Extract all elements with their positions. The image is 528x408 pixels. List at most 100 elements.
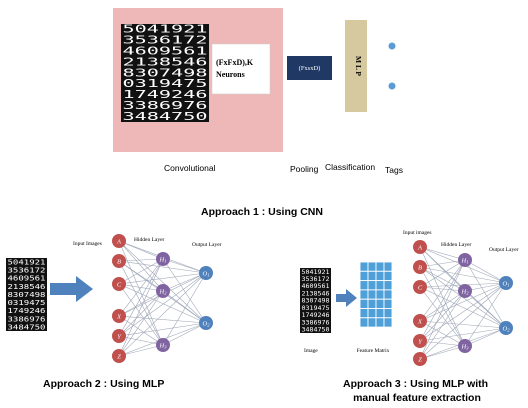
edge-line [419, 266, 466, 292]
edge-line [419, 320, 507, 329]
digits-background [121, 24, 209, 122]
feature-matrix-cell [367, 270, 377, 282]
edge-line [118, 258, 164, 285]
edge-line [118, 290, 164, 357]
output-node [499, 321, 513, 335]
digits-row: 1749246 [8, 307, 46, 315]
mlp-block-label: M L P [354, 56, 363, 76]
edge-line [464, 259, 507, 329]
input-node-label: B [117, 258, 121, 265]
edge-line [419, 266, 507, 284]
digits-row: 8307498 [123, 67, 208, 79]
neurons-box [211, 43, 271, 95]
stage-label-convolutional: Convolutional [164, 163, 216, 173]
stage-label-classification: Classification [325, 162, 375, 172]
input-node [112, 329, 126, 343]
digits-row: 3484750 [123, 111, 208, 123]
hidden-node-label: H1 [461, 257, 469, 264]
edge-line [118, 258, 164, 337]
digits-row: 5041921 [302, 269, 330, 276]
input-node-label: B [418, 264, 422, 271]
digits-row: 4609561 [302, 283, 330, 290]
edge-line [118, 315, 207, 324]
hidden-node-label: H3 [159, 342, 168, 349]
edge-line [118, 272, 207, 357]
digits-row: 4609561 [123, 45, 208, 57]
edge-line [162, 258, 207, 324]
hidden-node [458, 253, 472, 267]
feature-matrix-label: Feature Matrix [357, 348, 390, 354]
edge-line [419, 246, 466, 261]
edge-line [118, 272, 207, 337]
hidden-node-label: H3 [461, 343, 470, 350]
feature-matrix-cell [383, 289, 393, 300]
digits-row: 3536172 [8, 267, 46, 275]
edge-line [118, 322, 207, 337]
digits-row: 1749246 [302, 312, 330, 319]
edge-line [162, 290, 207, 324]
feature-matrix-cell [383, 308, 393, 319]
pooling-block-label: (FxsxD) [299, 65, 321, 72]
input-node-label: Y [117, 333, 122, 340]
feature-matrix-cell [383, 261, 393, 272]
edge-line [419, 286, 466, 292]
edge-line [162, 322, 207, 346]
edge-line [419, 286, 507, 329]
edge-line [419, 259, 466, 288]
output-node-label: O1 [503, 280, 510, 287]
digits-row: 3536172 [123, 35, 208, 47]
input-node-label: A [417, 244, 422, 251]
input-digits-image: 5041921353617246095612138546830749803194… [6, 258, 47, 331]
hidden-node [458, 339, 472, 353]
output-node-label: O2 [203, 320, 211, 327]
arrow-icon [336, 289, 357, 307]
edge-line [419, 282, 507, 342]
feature-matrix-cell [367, 261, 377, 272]
edge-line [118, 290, 164, 337]
hidden-node [458, 284, 472, 298]
input-node-label: C [117, 281, 122, 288]
edge-line [118, 283, 207, 324]
hidden-node [156, 284, 170, 298]
approach3-caption-line1: Approach 3 : Using MLP with [343, 378, 488, 390]
digits-background [300, 268, 331, 333]
feature-matrix-cell [383, 317, 393, 328]
input-node-label: Z [117, 353, 121, 360]
digits-row: 3386976 [302, 319, 330, 326]
digits-row: 0319475 [123, 78, 208, 90]
output-node [199, 266, 213, 280]
hidden-layer-label: Hidden Layer [441, 242, 472, 248]
digits-row: 2138546 [302, 290, 330, 297]
edge-line [118, 258, 164, 357]
hidden-layer-label: Hidden Layer [134, 237, 165, 243]
approach3-caption: Approach 3 : Using MLP with manual featu… [343, 378, 491, 404]
approach3-mlp-feature-diagram: 5041921353617246095612138546830749803194… [300, 230, 519, 404]
input-node-label: X [116, 313, 122, 320]
hidden-node [156, 338, 170, 352]
edge-line [464, 290, 507, 329]
edge-line [162, 258, 207, 274]
tag-dot [388, 82, 396, 90]
approach1-cnn-diagram: 5041921353617246095612138546830749803194… [113, 8, 403, 218]
feature-matrix-cell [367, 317, 377, 328]
input-node-label: X [417, 318, 423, 325]
approach2-mlp-diagram: 5041921353617246095612138546830749803194… [6, 234, 222, 390]
input-images-label: Input images [403, 230, 432, 236]
mlp-block [345, 20, 367, 112]
feature-matrix-cell [367, 298, 377, 309]
edge-line [118, 272, 207, 285]
digits-row: 5041921 [123, 24, 208, 36]
digits-row: 8307498 [8, 291, 46, 299]
hidden-node-label: H1 [159, 256, 167, 263]
feature-matrix-cell [375, 289, 385, 300]
input-images-label: Input Images [73, 241, 102, 247]
digits-row: 4609561 [8, 275, 46, 283]
hidden-node [156, 252, 170, 266]
edge-line [118, 335, 164, 346]
digits-row: 2138546 [8, 283, 46, 291]
edge-line [118, 260, 164, 346]
feature-matrix-cell [367, 308, 377, 319]
digits-row: 3386976 [8, 315, 46, 323]
edge-line [419, 286, 466, 347]
output-node-label: O1 [203, 270, 210, 277]
